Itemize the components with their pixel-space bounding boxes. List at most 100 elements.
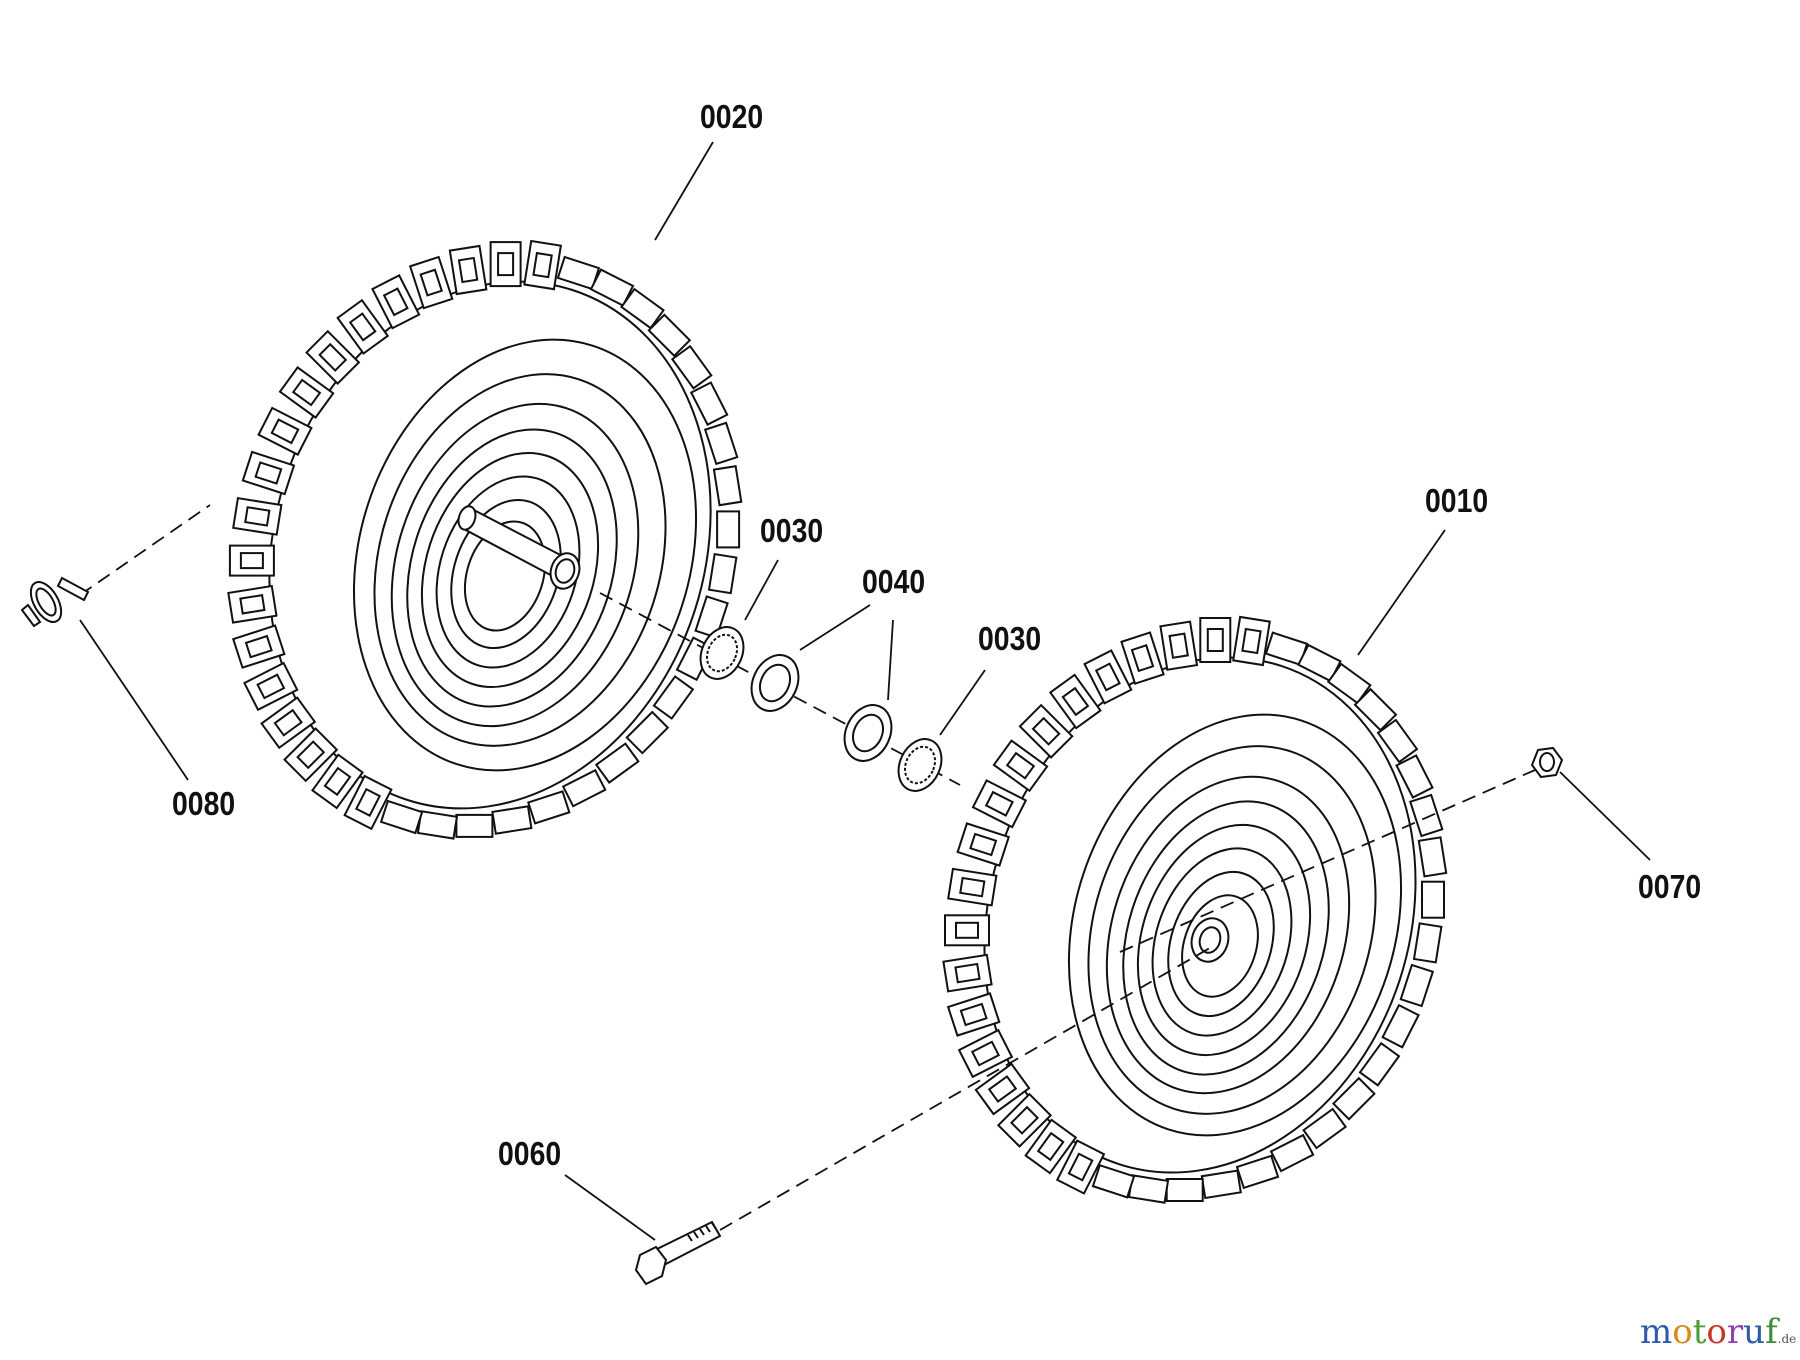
tread-lug: [1417, 836, 1448, 878]
tread-lug: [1200, 1169, 1242, 1200]
logo-letter: m: [1640, 1312, 1673, 1352]
right-tire: [942, 615, 1448, 1204]
left-tire: [227, 239, 743, 840]
tread-lug: [589, 268, 635, 307]
tread-lug: [1353, 687, 1398, 732]
tread-lug-detail: [1130, 644, 1155, 673]
flat-washer-right: [843, 704, 893, 762]
tread-lug-detail: [1031, 716, 1061, 746]
logo-letter: u: [1743, 1312, 1766, 1352]
tread-lug-detail: [954, 962, 981, 984]
tread-lug-detail: [532, 251, 553, 279]
tread-lug-detail: [955, 921, 979, 939]
tread-lug-detail: [1061, 686, 1090, 717]
logo-letter: r: [1726, 1312, 1744, 1352]
callout-0040: 0040: [862, 563, 926, 600]
tread-lug: [455, 813, 494, 838]
tread-lug: [1409, 793, 1444, 838]
tread-lug: [689, 381, 729, 426]
tread-lug-detail: [1067, 1152, 1094, 1182]
tread-lug-detail: [256, 673, 286, 700]
tread-lug: [1376, 718, 1419, 764]
tread-lug: [491, 805, 533, 835]
tread-lug-detail: [323, 766, 352, 797]
callout-0060: 0060: [498, 1135, 562, 1172]
tread-lug: [561, 768, 607, 808]
tread-lug-detail: [1010, 1105, 1039, 1135]
tread-lug: [594, 742, 640, 784]
tread-lug-detail: [291, 378, 322, 407]
callout-0030-upper: 0030: [760, 512, 824, 549]
tread-lug-detail: [959, 1002, 988, 1027]
tread-lug-detail: [987, 1075, 1018, 1103]
tread-lug-detail: [270, 418, 300, 445]
right-wheel-assembly: [942, 615, 1448, 1204]
tread-lug: [712, 465, 743, 507]
tread-lug-detail: [296, 740, 326, 770]
logo-letter: o: [1672, 1312, 1693, 1352]
left-rim: [352, 338, 698, 772]
tread-lug-detail: [318, 342, 348, 372]
tread-lug-detail: [1168, 632, 1189, 659]
hex-nut: [1530, 746, 1564, 779]
logo-letter: f: [1765, 1312, 1778, 1352]
tread-lug-detail: [1206, 628, 1224, 652]
hex-bolt: [634, 1220, 722, 1286]
tread-lug: [416, 810, 459, 840]
tread-lug-detail: [382, 287, 409, 317]
tread-lug: [694, 595, 729, 639]
right-rim: [1067, 713, 1403, 1137]
callout-0010: 0010: [1425, 482, 1489, 519]
tread-lug: [703, 421, 739, 466]
tread-lug-detail: [239, 552, 264, 570]
tread-lug-detail: [239, 594, 266, 615]
tread-lug-detail: [969, 832, 998, 857]
tread-lug-detail: [1036, 1131, 1065, 1162]
tread-lug-detail: [1005, 751, 1036, 780]
tread-lug-detail: [457, 256, 479, 284]
lock-washer-left: [699, 626, 745, 680]
tread-lug-detail: [984, 790, 1014, 817]
tread-lug-detail: [1094, 662, 1121, 692]
right-hub: [1190, 917, 1230, 963]
tread-lug-detail: [419, 268, 443, 297]
tread-lug: [707, 552, 738, 595]
flat-washer-left: [750, 654, 800, 712]
tread-lug: [652, 675, 695, 720]
tread-lug: [716, 510, 741, 549]
tread-lug: [1399, 963, 1435, 1008]
logo-letter: o: [1706, 1312, 1727, 1352]
motoruf-logo: motoruf.de: [1640, 1312, 1796, 1352]
tread-lug: [1381, 1003, 1420, 1049]
logo-letter: t: [1692, 1312, 1707, 1352]
tread-lug: [1358, 1041, 1401, 1087]
tread-lug: [527, 790, 571, 825]
tread-lug-detail: [354, 787, 382, 817]
tread-lug-detail: [497, 252, 515, 277]
tread-lug: [1127, 1174, 1170, 1204]
tread-lug: [1326, 662, 1372, 705]
tread-lug: [1331, 1076, 1376, 1121]
leader-lines: [79, 141, 1651, 1241]
tread-lug: [1091, 1164, 1136, 1199]
tread-lug-detail: [254, 461, 283, 485]
tread-lug: [1269, 1133, 1315, 1173]
callout-0070: 0070: [1638, 868, 1702, 905]
tread-lug-detail: [959, 876, 986, 898]
tread-lug: [1421, 880, 1445, 919]
tread-lug: [620, 287, 665, 330]
callout-0080: 0080: [172, 785, 236, 822]
left-axle-shaft: [457, 505, 581, 590]
lock-washer-right: [897, 738, 943, 792]
tread-lug: [379, 799, 424, 835]
hitch-pin: [20, 576, 90, 628]
callout-0030-lower: 0030: [978, 620, 1042, 657]
tread-lug: [647, 313, 692, 358]
tread-lug-detail: [273, 708, 303, 737]
left-wheel-assembly: [227, 239, 743, 840]
tread-lug-detail: [970, 1040, 1001, 1067]
logo-suffix: .de: [1777, 1332, 1797, 1346]
tread-lug: [1165, 1178, 1204, 1202]
tread-lug: [1412, 922, 1443, 964]
